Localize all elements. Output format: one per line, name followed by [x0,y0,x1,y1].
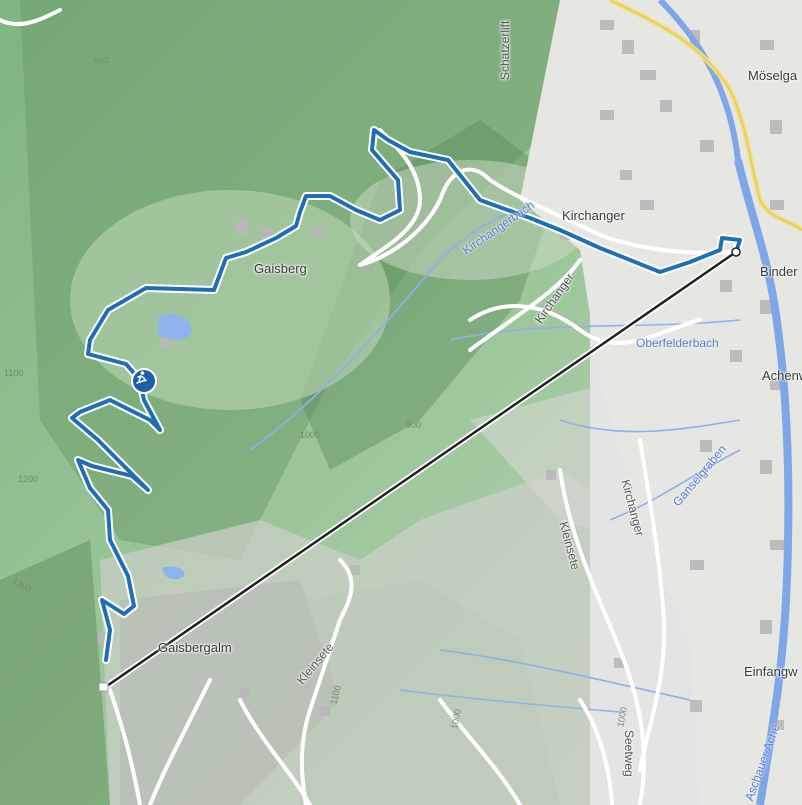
road-label-schatzerlift: Schatzerlift [498,20,512,80]
contour-label: 1200 [18,474,39,484]
contour-label: 1000 [300,430,321,440]
place-label-binder: Binder [760,264,798,279]
contour-label: 900 [406,420,422,430]
contour-label: 1100 [4,368,24,378]
place-label-gaisbergalm: Gaisbergalm [158,640,232,655]
road-label-seetweg: Seetweg [622,730,636,777]
place-label-achenw: Achenw [762,368,802,383]
water-label-oberfelderbach: Oberfelderbach [636,336,719,350]
ski-touring-icon[interactable] [131,368,157,394]
place-label-gaisberg: Gaisberg [254,261,307,276]
place-label-einfangw: Einfangw [744,664,798,679]
place-label-kirchanger: Kirchanger [562,208,625,223]
place-label-moselga: Möselga [748,68,798,83]
